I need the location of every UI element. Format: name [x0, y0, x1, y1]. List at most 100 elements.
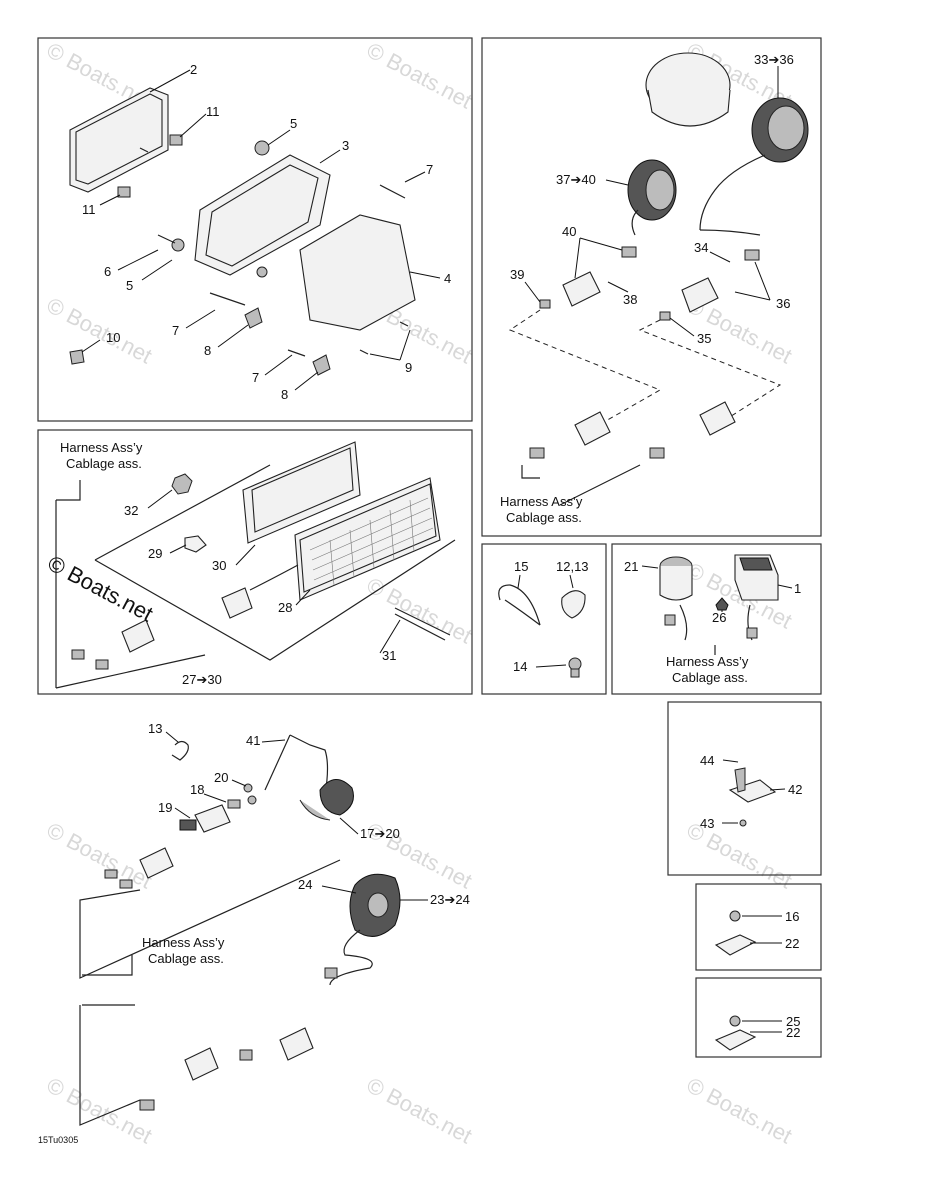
callout: 5	[290, 116, 297, 131]
watermark: © Boats.net	[43, 292, 157, 368]
clip-22	[714, 1029, 757, 1051]
harness-label: Cablage ass.	[148, 951, 224, 966]
callout: 11	[82, 202, 96, 217]
sensor-41-wire	[289, 734, 329, 796]
knob	[244, 307, 263, 329]
taillight-gasket-inner	[251, 447, 354, 533]
taillight-assembly: Harness Ass’y Cablage ass.	[44, 440, 456, 689]
screw-16	[729, 910, 741, 922]
push-rivet	[568, 657, 582, 671]
connector-38	[562, 271, 601, 307]
harness-label: Cablage ass.	[672, 670, 748, 685]
screw	[287, 349, 306, 357]
harness-arrow	[82, 955, 133, 976]
clip-25-assembly: 25 22	[714, 1014, 800, 1051]
callout: 14	[513, 659, 527, 674]
callout: 8	[281, 387, 288, 402]
headlight-cover	[299, 214, 416, 331]
washer-20	[247, 795, 257, 805]
callout: 34	[694, 240, 708, 255]
switch-bore	[367, 892, 389, 918]
cable-tie	[504, 599, 541, 626]
push-rivet-stem	[570, 668, 580, 678]
callout: 23➔24	[430, 892, 470, 907]
callout: 17➔20	[360, 826, 400, 841]
callout: 36	[776, 296, 790, 311]
callout: 44	[700, 753, 714, 768]
watermark: © Boats.net	[363, 572, 477, 648]
terminal	[104, 869, 118, 879]
headlamp-bulb	[139, 147, 149, 153]
callout: 20	[214, 770, 228, 785]
ties-assembly: 15 12,13 14	[498, 559, 589, 678]
gauge-housing	[647, 89, 731, 127]
screw-44	[734, 767, 746, 793]
connector-pin	[659, 311, 671, 321]
lens-pattern	[309, 497, 434, 586]
harness-seal	[649, 447, 665, 459]
callout: 6	[104, 264, 111, 279]
panel-gauges	[481, 37, 822, 537]
socket-body	[659, 566, 693, 601]
clip-16-assembly: 16 22	[714, 909, 799, 956]
ignition-wire	[299, 799, 331, 821]
clip-22	[714, 934, 757, 956]
callout: 32	[124, 503, 138, 518]
terminal	[324, 967, 338, 979]
connector-housing	[121, 619, 155, 653]
screw	[157, 234, 176, 244]
terminal-18	[227, 799, 241, 809]
gauge-face	[645, 169, 675, 211]
callout: 18	[190, 782, 204, 797]
figure-code: 15Tu0305	[38, 1135, 78, 1145]
callout: 41	[246, 733, 260, 748]
panel-ties	[481, 543, 607, 695]
screw-25	[729, 1015, 741, 1027]
terminal	[119, 879, 133, 889]
assembly-line	[94, 539, 456, 661]
panel-taillight	[37, 429, 473, 695]
nut-43	[739, 819, 747, 827]
harness-connector	[574, 411, 611, 446]
harness-label: Harness Ass’y	[500, 494, 583, 509]
harness-connector	[139, 847, 174, 879]
panel-bracket	[667, 701, 822, 876]
gauge-face	[767, 105, 805, 151]
seal-19	[179, 819, 197, 831]
harness-route	[638, 319, 782, 421]
taillight-lens	[299, 483, 437, 593]
harness-seal	[139, 1099, 155, 1111]
ignition-assembly: 13 41 17➔20 20 18 19 24 23➔24	[79, 721, 470, 1126]
screw	[394, 613, 446, 641]
bulb	[184, 535, 207, 553]
callout: 35	[697, 331, 711, 346]
callout: 27➔30	[182, 672, 222, 687]
retainer-clip	[117, 186, 131, 198]
screw	[359, 349, 369, 355]
callout: 38	[623, 292, 637, 307]
callout: 25	[786, 1014, 800, 1029]
callout: 42	[788, 782, 802, 797]
gauges-assembly: 33➔36 37➔40 40 34 39 38 36 35 Harness As…	[500, 52, 809, 525]
grommet	[254, 140, 270, 156]
callout: 29	[148, 546, 162, 561]
bracket-42	[728, 779, 777, 803]
callout: 40	[562, 224, 576, 239]
switch-wire	[329, 929, 373, 986]
callout: 21	[624, 559, 638, 574]
callout: 22	[785, 936, 799, 951]
sensor-41-probe	[264, 734, 291, 791]
bracket-assembly: 44 42 43	[700, 753, 802, 831]
callout: 33➔36	[754, 52, 794, 67]
harness-route	[508, 309, 662, 431]
watermark: © Boats.net	[683, 1072, 797, 1148]
callout: 8	[204, 343, 211, 358]
knob	[312, 354, 331, 376]
assembly-line	[94, 464, 271, 561]
callout: 4	[444, 271, 451, 286]
headlight-assembly: 2 11 11 5 3 7 6 5 4 7 10 8 9 7 8	[69, 62, 451, 402]
harness-label: Harness Ass’y	[142, 935, 225, 950]
cable-tie	[498, 584, 541, 626]
panel-headlight	[37, 37, 473, 422]
